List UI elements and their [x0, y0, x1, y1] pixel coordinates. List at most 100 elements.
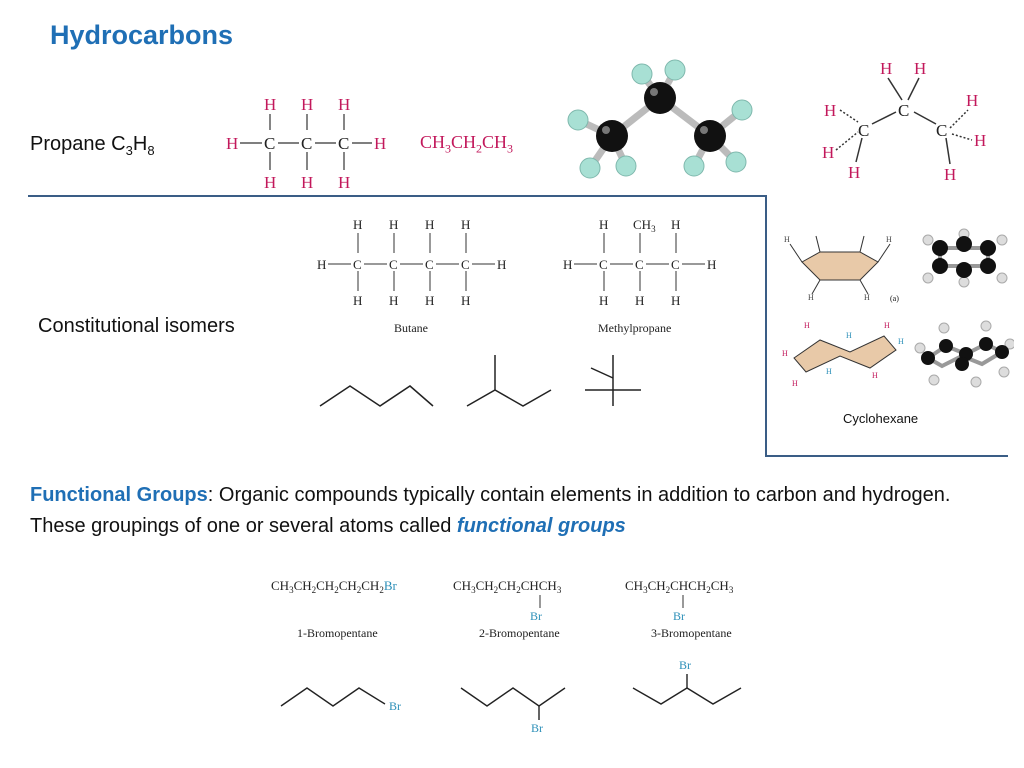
atom-h: H [914, 59, 926, 78]
propane-wedge-structure: H H H H H H H H C C C [822, 59, 986, 184]
compound-name-2-bromopentane: 2-Bromopentane [479, 626, 560, 640]
propane-condensed-formula: CH3CH2CH3 [420, 132, 513, 157]
atom-h: H [599, 293, 608, 308]
butane-structural-formula: H H H H H C C C C H H H H H Butane [317, 217, 506, 335]
butane-skeletal [319, 385, 434, 407]
bromine-label: Br [389, 699, 401, 713]
atom-h: H [792, 379, 798, 388]
atom-h: H [374, 134, 386, 153]
compound-name-3-bromopentane: 3-Bromopentane [651, 626, 732, 640]
skeletal-1-bromopentane [280, 687, 386, 707]
atom-h: H [966, 91, 978, 110]
atom-h: H [707, 257, 716, 272]
bromine-label: Br [384, 578, 398, 593]
isomers-label: Constitutional isomers [38, 315, 235, 337]
formula-part: CH [420, 132, 446, 152]
skeletal-3-bromopentane [632, 687, 742, 705]
atom-h: H [782, 349, 788, 358]
formula-part: CH [482, 132, 508, 152]
formula-subscript: 3 [445, 141, 452, 156]
atom-c: C [301, 134, 312, 153]
panel-tag: (a) [890, 294, 899, 303]
propane-structural-formula: H H H H H H H H C C C [226, 95, 386, 192]
formula-1-bromopentane: CH3CH2CH2CH2CH2Br [271, 578, 397, 595]
bromine-label: Br [531, 721, 543, 735]
atom-h: H [671, 217, 680, 232]
atom-c: C [671, 257, 680, 272]
atom-c: C [635, 257, 644, 272]
cyclohexane-chair-model [914, 320, 1014, 388]
ch3-subscript: 3 [651, 224, 656, 234]
functional-groups-paragraph: Functional Groups: Organic compounds typ… [30, 480, 1005, 542]
atom-h: H [804, 321, 810, 330]
propane-label-h: H [132, 133, 148, 155]
atom-h: H [389, 293, 398, 308]
atom-h: H [944, 165, 956, 184]
atom-h: H [886, 235, 892, 244]
atom-h: H [353, 217, 362, 232]
atom-h: H [461, 293, 470, 308]
atom-h: H [563, 257, 572, 272]
formula-part: CH [451, 132, 477, 152]
atom-h: H [264, 95, 276, 114]
formula-2-bromopentane: CH3CH2CH2CHCH3 [453, 578, 562, 595]
atom-c: C [389, 257, 398, 272]
atom-h: H [880, 59, 892, 78]
bromine-label: Br [673, 609, 685, 623]
atom-h: H [226, 134, 238, 153]
atom-h: H [425, 217, 434, 232]
methylpropane-skeletal [466, 389, 552, 407]
atom-h: H [317, 257, 326, 272]
methylpropane-name: Methylpropane [598, 321, 671, 335]
atom-h: H [497, 257, 506, 272]
section-divider-vertical [765, 195, 767, 456]
atom-h: H [353, 293, 362, 308]
atom-h: H [884, 321, 890, 330]
atom-h: H [822, 143, 834, 162]
bromopentane-figure: CH3CH2CH2CH2CH2Br CH3CH2CH2CHCH3 CH3CH2C… [271, 578, 742, 735]
functional-groups-text: : Organic compounds typically contain el… [30, 484, 951, 537]
page-title: Hydrocarbons [50, 20, 234, 50]
propane-ball-stick-model [567, 59, 753, 179]
atom-h: H [824, 101, 836, 120]
functional-groups-term: Functional Groups [30, 484, 208, 506]
isomer-skeletal-structures [319, 355, 641, 407]
propane-sub8: 8 [147, 143, 155, 158]
atom-h: H [864, 293, 870, 302]
atom-h: H [846, 331, 852, 340]
atom-h: H [338, 95, 350, 114]
atom-h: H [872, 371, 878, 380]
formula-subscript: 3 [507, 141, 514, 156]
atom-c: C [858, 121, 869, 140]
formula-3-bromopentane: CH3CH2CHCH2CH3 [625, 578, 734, 595]
atom-h: H [784, 235, 790, 244]
bromine-label: Br [679, 658, 691, 672]
atom-h: H [425, 293, 434, 308]
atom-c: C [461, 257, 470, 272]
propane-label-text: Propane C [30, 133, 126, 155]
atom-h: H [808, 293, 814, 302]
atom-c: C [264, 134, 275, 153]
atom-c: C [599, 257, 608, 272]
atom-h: H [898, 337, 904, 346]
section-divider-horizontal [28, 195, 766, 197]
atom-c: C [898, 101, 909, 120]
atom-h: H [826, 367, 832, 376]
atom-h: H [264, 173, 276, 192]
atom-h: H [599, 217, 608, 232]
functional-groups-emphasis: functional groups [456, 515, 626, 537]
butane-name: Butane [394, 321, 428, 335]
atom-h: H [338, 173, 350, 192]
propane-label: Propane C3H8 [30, 133, 155, 158]
atom-h: H [461, 217, 470, 232]
compound-name-1-bromopentane: 1-Bromopentane [297, 626, 378, 640]
atom-c: C [353, 257, 362, 272]
atom-c: C [936, 121, 947, 140]
cyclohexane-label: Cyclohexane [843, 411, 919, 426]
ch3-label: CH3 [633, 217, 656, 234]
formula-subscript: 2 [476, 141, 483, 156]
atom-c: C [425, 257, 434, 272]
atom-h: H [635, 293, 644, 308]
cyclohexane-chair-structure: H H H H H H H H [782, 321, 904, 388]
atom-h: H [301, 95, 313, 114]
